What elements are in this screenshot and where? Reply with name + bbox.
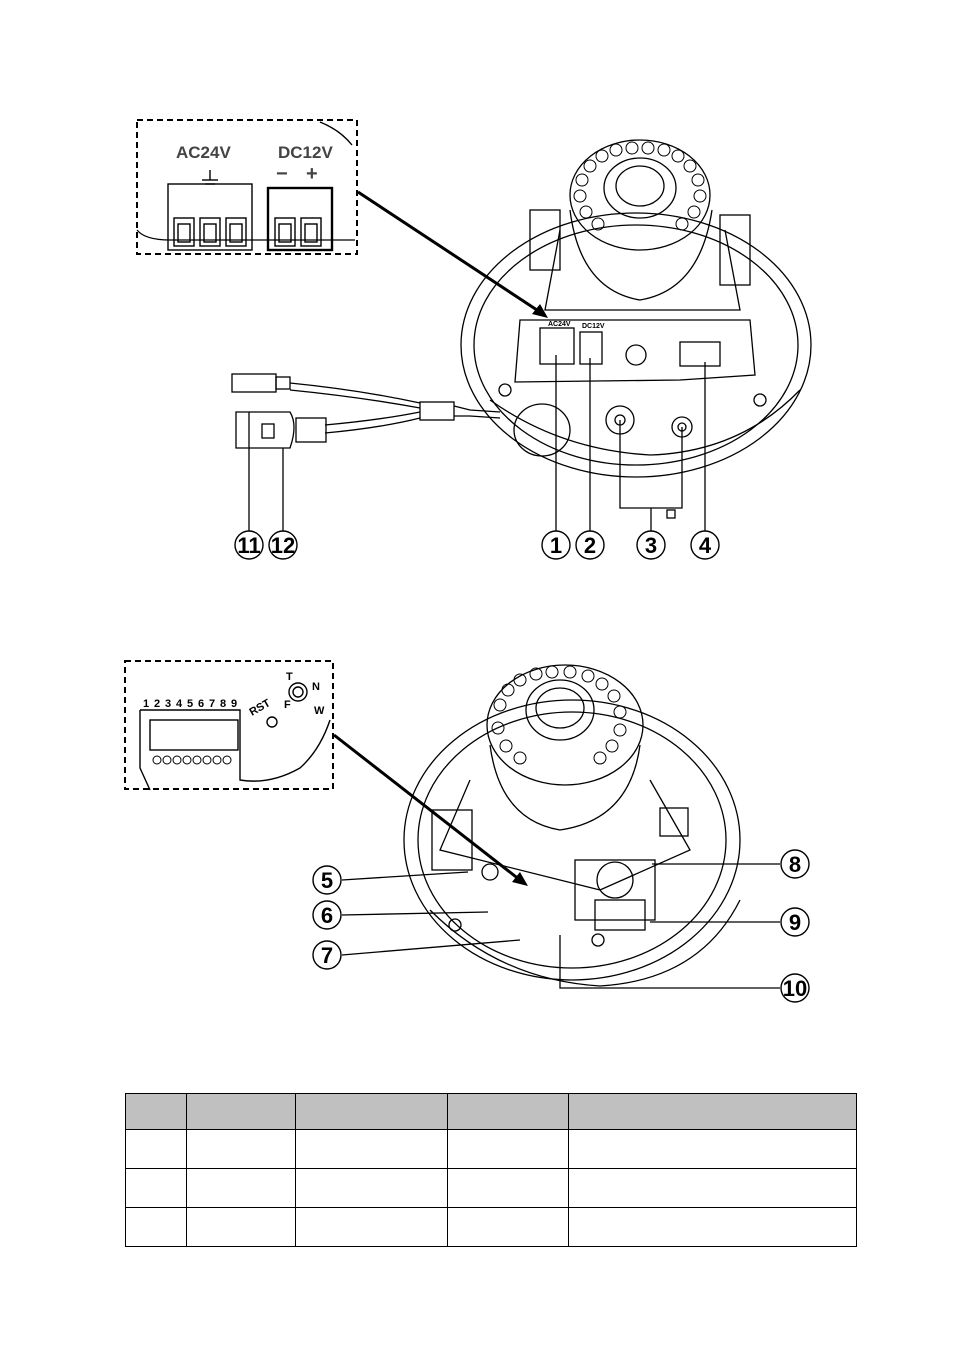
- spec-table: [125, 1093, 857, 1247]
- table-row: [125, 1207, 857, 1247]
- svg-text:9: 9: [789, 910, 801, 935]
- table-cell: [447, 1207, 569, 1247]
- pin-label-1: 1: [143, 698, 149, 710]
- camera-top-drawing: 1 2 3 4 5 6 7 8 9 RST F T N W: [124, 660, 810, 1003]
- svg-text:10: 10: [783, 976, 807, 1001]
- power-inset-frame: [136, 119, 358, 255]
- board-ac24v-label: AC24V: [548, 321, 571, 328]
- table-cell: [125, 1129, 187, 1169]
- table-row: [125, 1129, 857, 1169]
- focus-n-label: N: [312, 681, 320, 693]
- pin-label-4: 4: [176, 698, 183, 710]
- dome-camera-top: [403, 664, 741, 987]
- rj45-connector: [235, 411, 295, 449]
- table-cell: [295, 1168, 448, 1208]
- table-cell: [447, 1129, 569, 1169]
- inset-dc12v-label: DC12V: [278, 143, 333, 162]
- pin-label-3: 3: [165, 698, 171, 710]
- cable-harness: [231, 373, 501, 449]
- pin-label-2: 2: [154, 698, 160, 710]
- svg-text:12: 12: [271, 533, 295, 558]
- table-header-cell: [125, 1093, 187, 1130]
- focus-w-label: W: [314, 705, 325, 717]
- svg-text:11: 11: [237, 533, 260, 558]
- svg-text:4: 4: [699, 533, 712, 558]
- pin-label-6: 6: [198, 698, 204, 710]
- svg-text:1: 1: [550, 533, 562, 558]
- table-cell: [186, 1129, 296, 1169]
- table-header-cell: [447, 1093, 569, 1130]
- focus-f-label: F: [284, 699, 291, 711]
- table-cell: [447, 1168, 569, 1208]
- table-cell: [125, 1168, 187, 1208]
- table-cell: [186, 1168, 296, 1208]
- camera-top-figure: 1 2 3 4 5 6 7 8 9 RST F T N W: [0, 650, 954, 1020]
- table-cell: [186, 1207, 296, 1247]
- io-terminal-block: [149, 719, 239, 751]
- pin-label-9: 9: [231, 698, 237, 710]
- callout-4: 4: [690, 530, 720, 560]
- table-header-cell: [295, 1093, 448, 1130]
- callout-7: 7: [312, 940, 342, 970]
- svg-text:2: 2: [584, 533, 596, 558]
- pin-label-8: 8: [220, 698, 226, 710]
- reset-button-hole: [266, 716, 278, 728]
- table-row: [125, 1168, 857, 1208]
- callout-9: 9: [780, 907, 810, 937]
- svg-text:3: 3: [645, 533, 657, 558]
- table-cell: [125, 1207, 187, 1247]
- inset-ac24v-label: AC24V: [176, 143, 231, 162]
- table-header-cell: [186, 1093, 296, 1130]
- table-cell: [568, 1129, 857, 1169]
- svg-text:8: 8: [789, 852, 801, 877]
- svg-text:7: 7: [321, 943, 333, 968]
- camera-rear-drawing: AC24V DC12V − +: [136, 119, 812, 560]
- power-jack-connector: [231, 373, 277, 393]
- inset-pointer-arrow-2: [333, 733, 521, 882]
- table-cell: [568, 1207, 857, 1247]
- table-cell: [295, 1207, 448, 1247]
- svg-text:6: 6: [321, 903, 333, 928]
- callout-11: 11: [234, 530, 264, 560]
- callout-3: 3: [636, 530, 666, 560]
- table-cell: [295, 1129, 448, 1169]
- inset-minus-sign: −: [276, 163, 288, 185]
- callout-12: 12: [268, 530, 298, 560]
- callout-8: 8: [780, 849, 810, 879]
- board-dc12v-label: DC12V: [582, 323, 605, 330]
- svg-text:5: 5: [321, 868, 333, 893]
- rst-label: RST: [248, 697, 273, 719]
- callout-5: 5: [312, 865, 342, 895]
- table-header-cell: [568, 1093, 857, 1130]
- callout-10: 10: [780, 973, 810, 1003]
- pin-label-5: 5: [187, 698, 193, 710]
- focus-t-label: T: [286, 671, 293, 683]
- dc12v-terminal-block: [266, 186, 334, 252]
- inset-pointer-arrow: [357, 190, 541, 314]
- callout-2: 2: [575, 530, 605, 560]
- io-inset-frame: [124, 660, 334, 790]
- pin-label-7: 7: [209, 698, 215, 710]
- camera-rear-figure: AC24V DC12V − +: [0, 100, 954, 570]
- table-header-row: [125, 1093, 857, 1130]
- dome-camera-body: [460, 139, 812, 478]
- callout-6: 6: [312, 900, 342, 930]
- callout-1: 1: [541, 530, 571, 560]
- table-cell: [568, 1168, 857, 1208]
- inset-plus-sign: +: [306, 163, 318, 185]
